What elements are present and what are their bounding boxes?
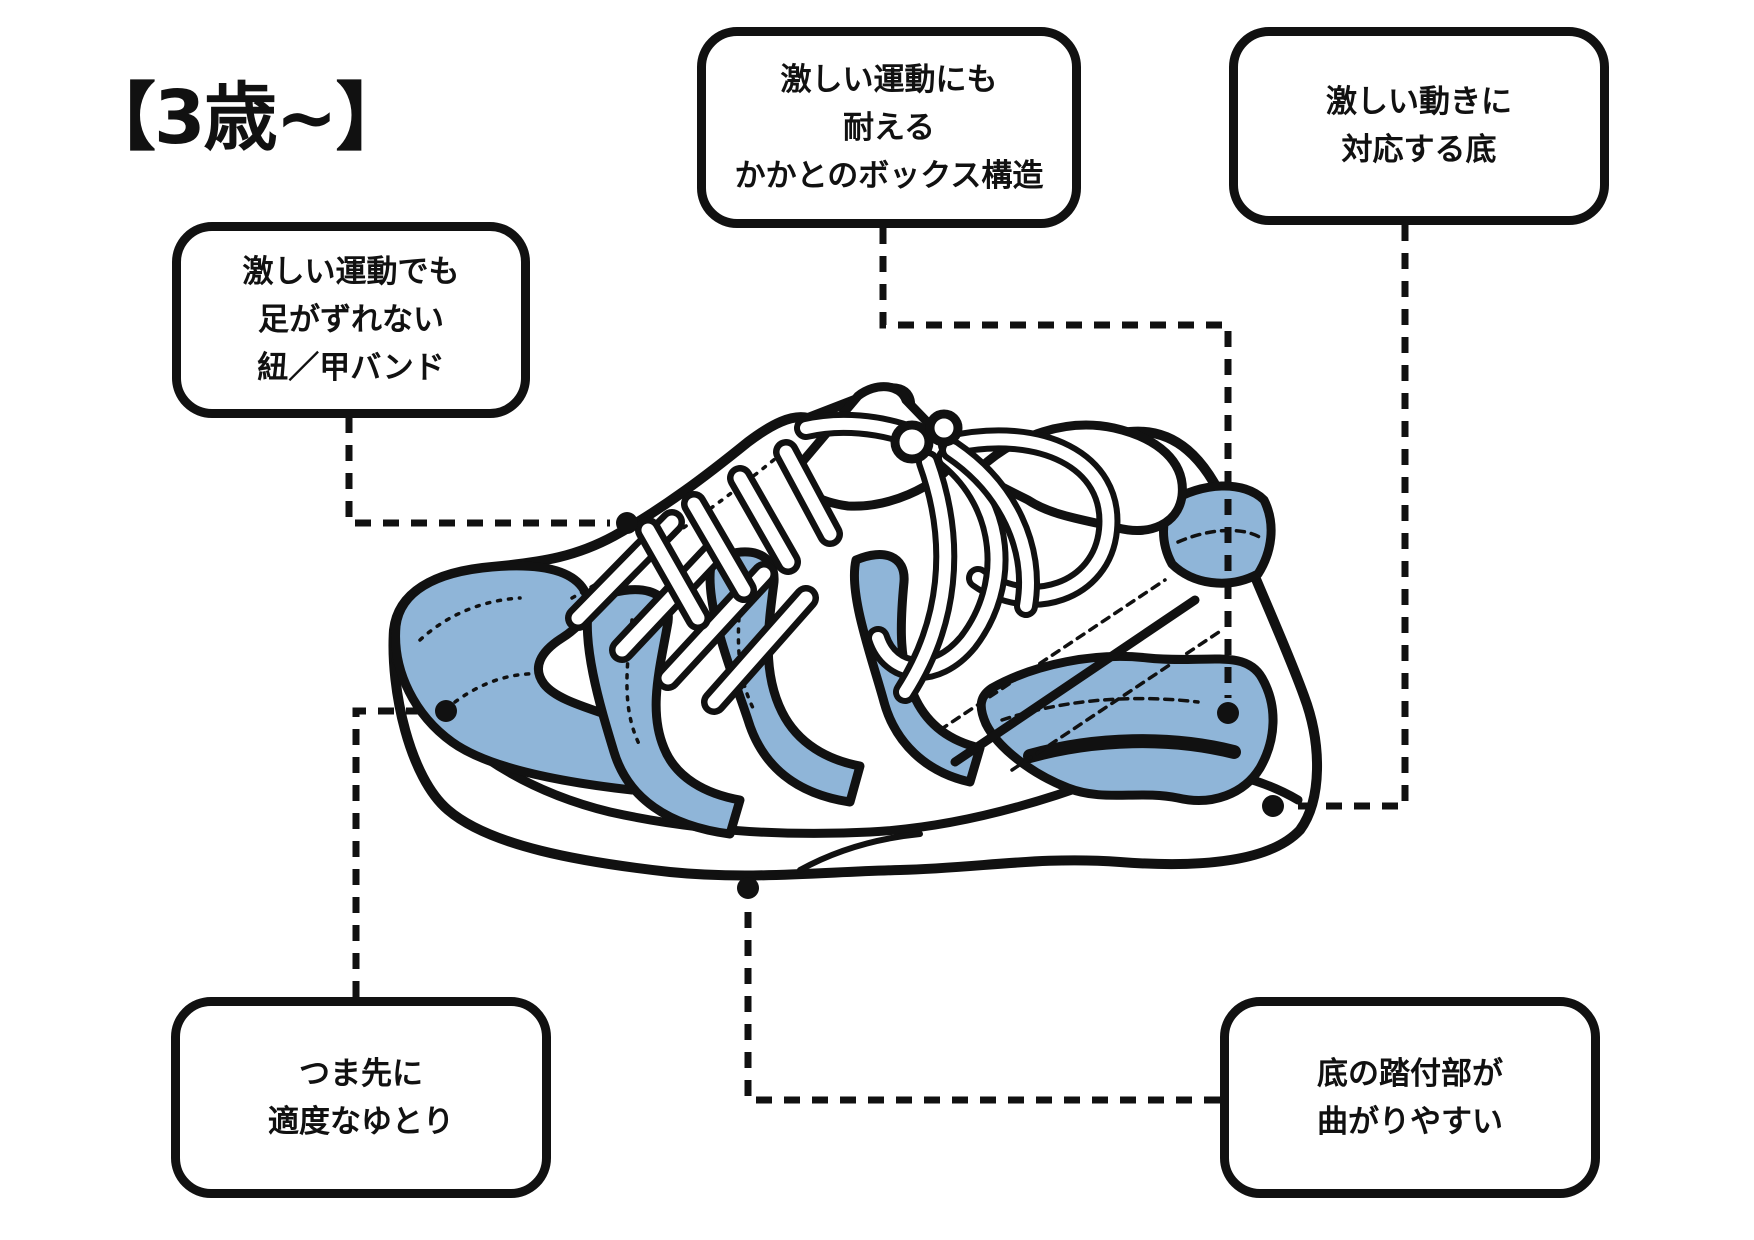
- anchor-dot-toe: [435, 700, 457, 722]
- quarter-stitch-line: [1010, 628, 1224, 772]
- callout-heel-box-line: 耐える: [842, 109, 936, 146]
- toe-cap-shape: [391, 561, 653, 795]
- anchor-dot-laces: [616, 512, 638, 534]
- callout-flex-line: 底の踏付部が: [1317, 1055, 1503, 1092]
- anchor-dot-heel-box: [1217, 702, 1239, 724]
- callout-outsole-line: 激しい動きに: [1326, 84, 1512, 120]
- panel-stitch-line: [736, 583, 756, 712]
- heel-accent-line: [1023, 734, 1241, 763]
- callout-flex-line: 曲がりやすい: [1317, 1103, 1503, 1140]
- callout-heel-box-line: かかとのボックス構造: [734, 157, 1044, 194]
- anchor-dot-outsole: [1262, 795, 1284, 817]
- callout-laces-line: 足がずれない: [258, 302, 444, 338]
- callout-toe-line: 適度なゆとり: [268, 1103, 454, 1140]
- connector-heel-box: [879, 228, 1232, 698]
- callout-laces-line: 激しい運動でも: [242, 254, 460, 290]
- collar-accent-shape: [1159, 481, 1276, 588]
- sneaker-drawing: [388, 382, 1323, 881]
- callout-laces-line: 紐／甲バンド: [257, 350, 445, 386]
- lace-bow: [866, 409, 1121, 704]
- quarter-stitch-line: [938, 578, 1167, 732]
- quarter-panel-line: [950, 595, 1200, 767]
- callout-outsole-line: 対応する底: [1341, 132, 1497, 168]
- annotation-connectors: [345, 225, 1409, 1104]
- page-title: 【3歳~】: [82, 75, 409, 161]
- callout-toe: つま先に 適度なゆとり: [171, 997, 551, 1198]
- side-panel-shape: [849, 550, 985, 787]
- callout-outsole: 激しい動きに 対応する底: [1229, 27, 1609, 225]
- anchor-dots: [435, 512, 1284, 899]
- callout-laces: 激しい運動でも 足がずれない 紐／甲バンド: [172, 222, 530, 418]
- sole-seam-line: [797, 831, 923, 873]
- connector-laces: [345, 417, 610, 527]
- lace-knot: [890, 420, 934, 464]
- panel-stitch-line: [625, 618, 642, 748]
- lace-knot: [925, 409, 963, 447]
- connector-outsole: [1290, 225, 1409, 810]
- callout-toe-line: つま先に: [299, 1055, 423, 1092]
- callout-heel-box-line: 激しい運動にも: [780, 61, 998, 98]
- connector-flex: [744, 904, 1220, 1104]
- toe-stitch-line: [418, 596, 522, 642]
- connector-toe: [352, 707, 428, 997]
- toe-stitch-line: [453, 672, 544, 704]
- callout-flex: 底の踏付部が 曲がりやすい: [1220, 997, 1600, 1198]
- anchor-dot-flex: [737, 877, 759, 899]
- callout-heel-box: 激しい運動にも 耐える かかとのボックス構造: [697, 27, 1081, 228]
